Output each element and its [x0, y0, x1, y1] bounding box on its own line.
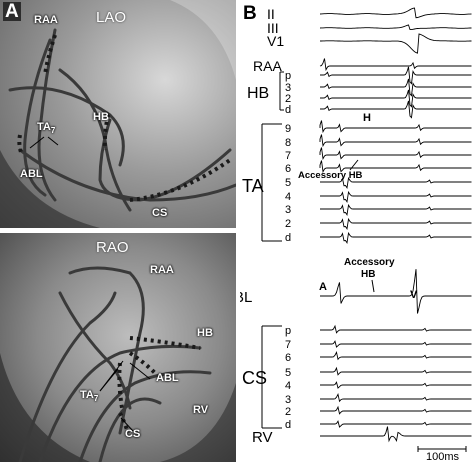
hb-channel-label-3: 3 [285, 82, 291, 94]
hb-trace-3 [320, 78, 472, 97]
his-annotation: H [363, 112, 371, 124]
ta-channel-label-8: 8 [285, 137, 291, 149]
abl-a-annotation: A [319, 281, 327, 293]
ta-trace-6 [319, 160, 472, 174]
cs-trace-4 [320, 381, 472, 389]
cs-channel-label-3: 3 [285, 394, 291, 406]
cs-bracket [261, 325, 282, 429]
cs-channel-label-p: p [285, 325, 291, 337]
surface-lead-label-ii: II [267, 6, 275, 22]
ta-trace-2 [320, 217, 472, 231]
hb-channel-label-p: p [285, 70, 291, 82]
rv-channel-label: RV [252, 429, 273, 446]
fluoroscopy-rao-image: RAO RAA HB ABL TA7 RV CS [0, 233, 236, 462]
abl-accessory-annotation: Accessory [344, 257, 395, 268]
hb-bracket [279, 71, 284, 111]
hb-group-label: HB [247, 85, 269, 102]
cs-trace-7 [320, 340, 472, 348]
hb-trace-d [320, 100, 472, 119]
ta-trace-4 [320, 190, 472, 204]
lao-ta7-label: TA7 [37, 121, 56, 136]
fluoroscopy-lao-image: LAO RAA HB TA7 ABL CS [0, 0, 236, 228]
hb-channel-label-d: d [285, 104, 291, 116]
cs-trace-5 [320, 366, 472, 376]
surface-lead-trace-iii [319, 24, 472, 31]
surface-lead-label-v1: V1 [267, 33, 284, 49]
accessory-hb-arrow-abl [371, 279, 375, 293]
scale-bar [417, 446, 467, 452]
ta-channel-label-5: 5 [285, 177, 291, 189]
abl-channel-label: ABL [240, 289, 252, 306]
panel-b-letter: B [243, 3, 257, 24]
surface-lead-trace-v1 [320, 33, 472, 54]
ta-channel-label-4: 4 [285, 191, 291, 203]
ta-channel-label-3: 3 [285, 204, 291, 216]
scale-bar-label: 100ms [426, 451, 460, 462]
surface-lead-label-iii: III [267, 20, 279, 36]
ta-bracket [261, 123, 282, 242]
cs-trace-2 [320, 405, 472, 415]
rao-ta7-label: TA7 [80, 389, 99, 404]
lao-raa-label: RAA [34, 14, 58, 26]
abl-trace [320, 269, 472, 314]
abl-v-annotation: V [410, 289, 418, 301]
panel-a-letter: A [3, 1, 21, 22]
ta-trace-8 [319, 134, 472, 148]
ta-trace-9 [319, 120, 472, 134]
cs-trace-d [320, 420, 472, 428]
rao-catheter-drawing [0, 266, 236, 462]
ta-channel-label-2: 2 [285, 218, 291, 230]
hb-trace-p [320, 66, 472, 85]
ta-trace-d [320, 231, 472, 245]
cs-group-label: CS [242, 368, 267, 388]
lao-catheter-drawing [0, 0, 236, 228]
hb-channel-label-2: 2 [285, 93, 291, 105]
lao-abl-label: ABL [20, 168, 43, 180]
rao-abl-label: ABL [156, 372, 179, 384]
cs-trace-6 [320, 350, 472, 361]
cs-channel-label-2: 2 [285, 406, 291, 418]
rao-raa-label: RAA [150, 264, 174, 276]
rv-trace [320, 426, 472, 443]
ta-channel-label-9: 9 [285, 123, 291, 135]
accessory-hb-arrow-ta [349, 159, 359, 171]
ta-channel-label-d: d [285, 232, 291, 244]
raa-channel-label: RAA [253, 58, 282, 74]
hb-trace-2 [320, 89, 472, 108]
cs-trace-p [320, 324, 472, 334]
ta-trace-5 [320, 176, 472, 190]
rao-cs-label: CS [125, 428, 141, 440]
ta-trace-7 [319, 147, 472, 161]
ta-group-label: TA [242, 176, 264, 196]
cs-channel-label-d: d [285, 419, 291, 431]
rao-hb-label: HB [197, 327, 213, 339]
cs-channel-label-6: 6 [285, 352, 291, 364]
ta-channel-label-7: 7 [285, 150, 291, 162]
abl-hb-annotation: HB [361, 269, 375, 280]
surface-lead-trace-ii [319, 7, 472, 19]
lao-view-label: LAO [96, 9, 127, 26]
ta-trace-3 [320, 203, 472, 217]
lao-hb-label: HB [93, 111, 109, 123]
cs-channel-label-4: 4 [285, 380, 291, 392]
ta-channel-label-6: 6 [285, 163, 291, 175]
cs-channel-label-7: 7 [285, 339, 291, 351]
accessory-hb-annotation-ta: Accessory HB [298, 170, 363, 181]
cs-channel-label-5: 5 [285, 367, 291, 379]
lao-cs-label: CS [152, 207, 168, 219]
rao-view-label: RAO [96, 239, 129, 256]
rao-rv-label: RV [193, 404, 209, 416]
cs-trace-3 [320, 392, 472, 403]
raa-trace [319, 58, 472, 72]
